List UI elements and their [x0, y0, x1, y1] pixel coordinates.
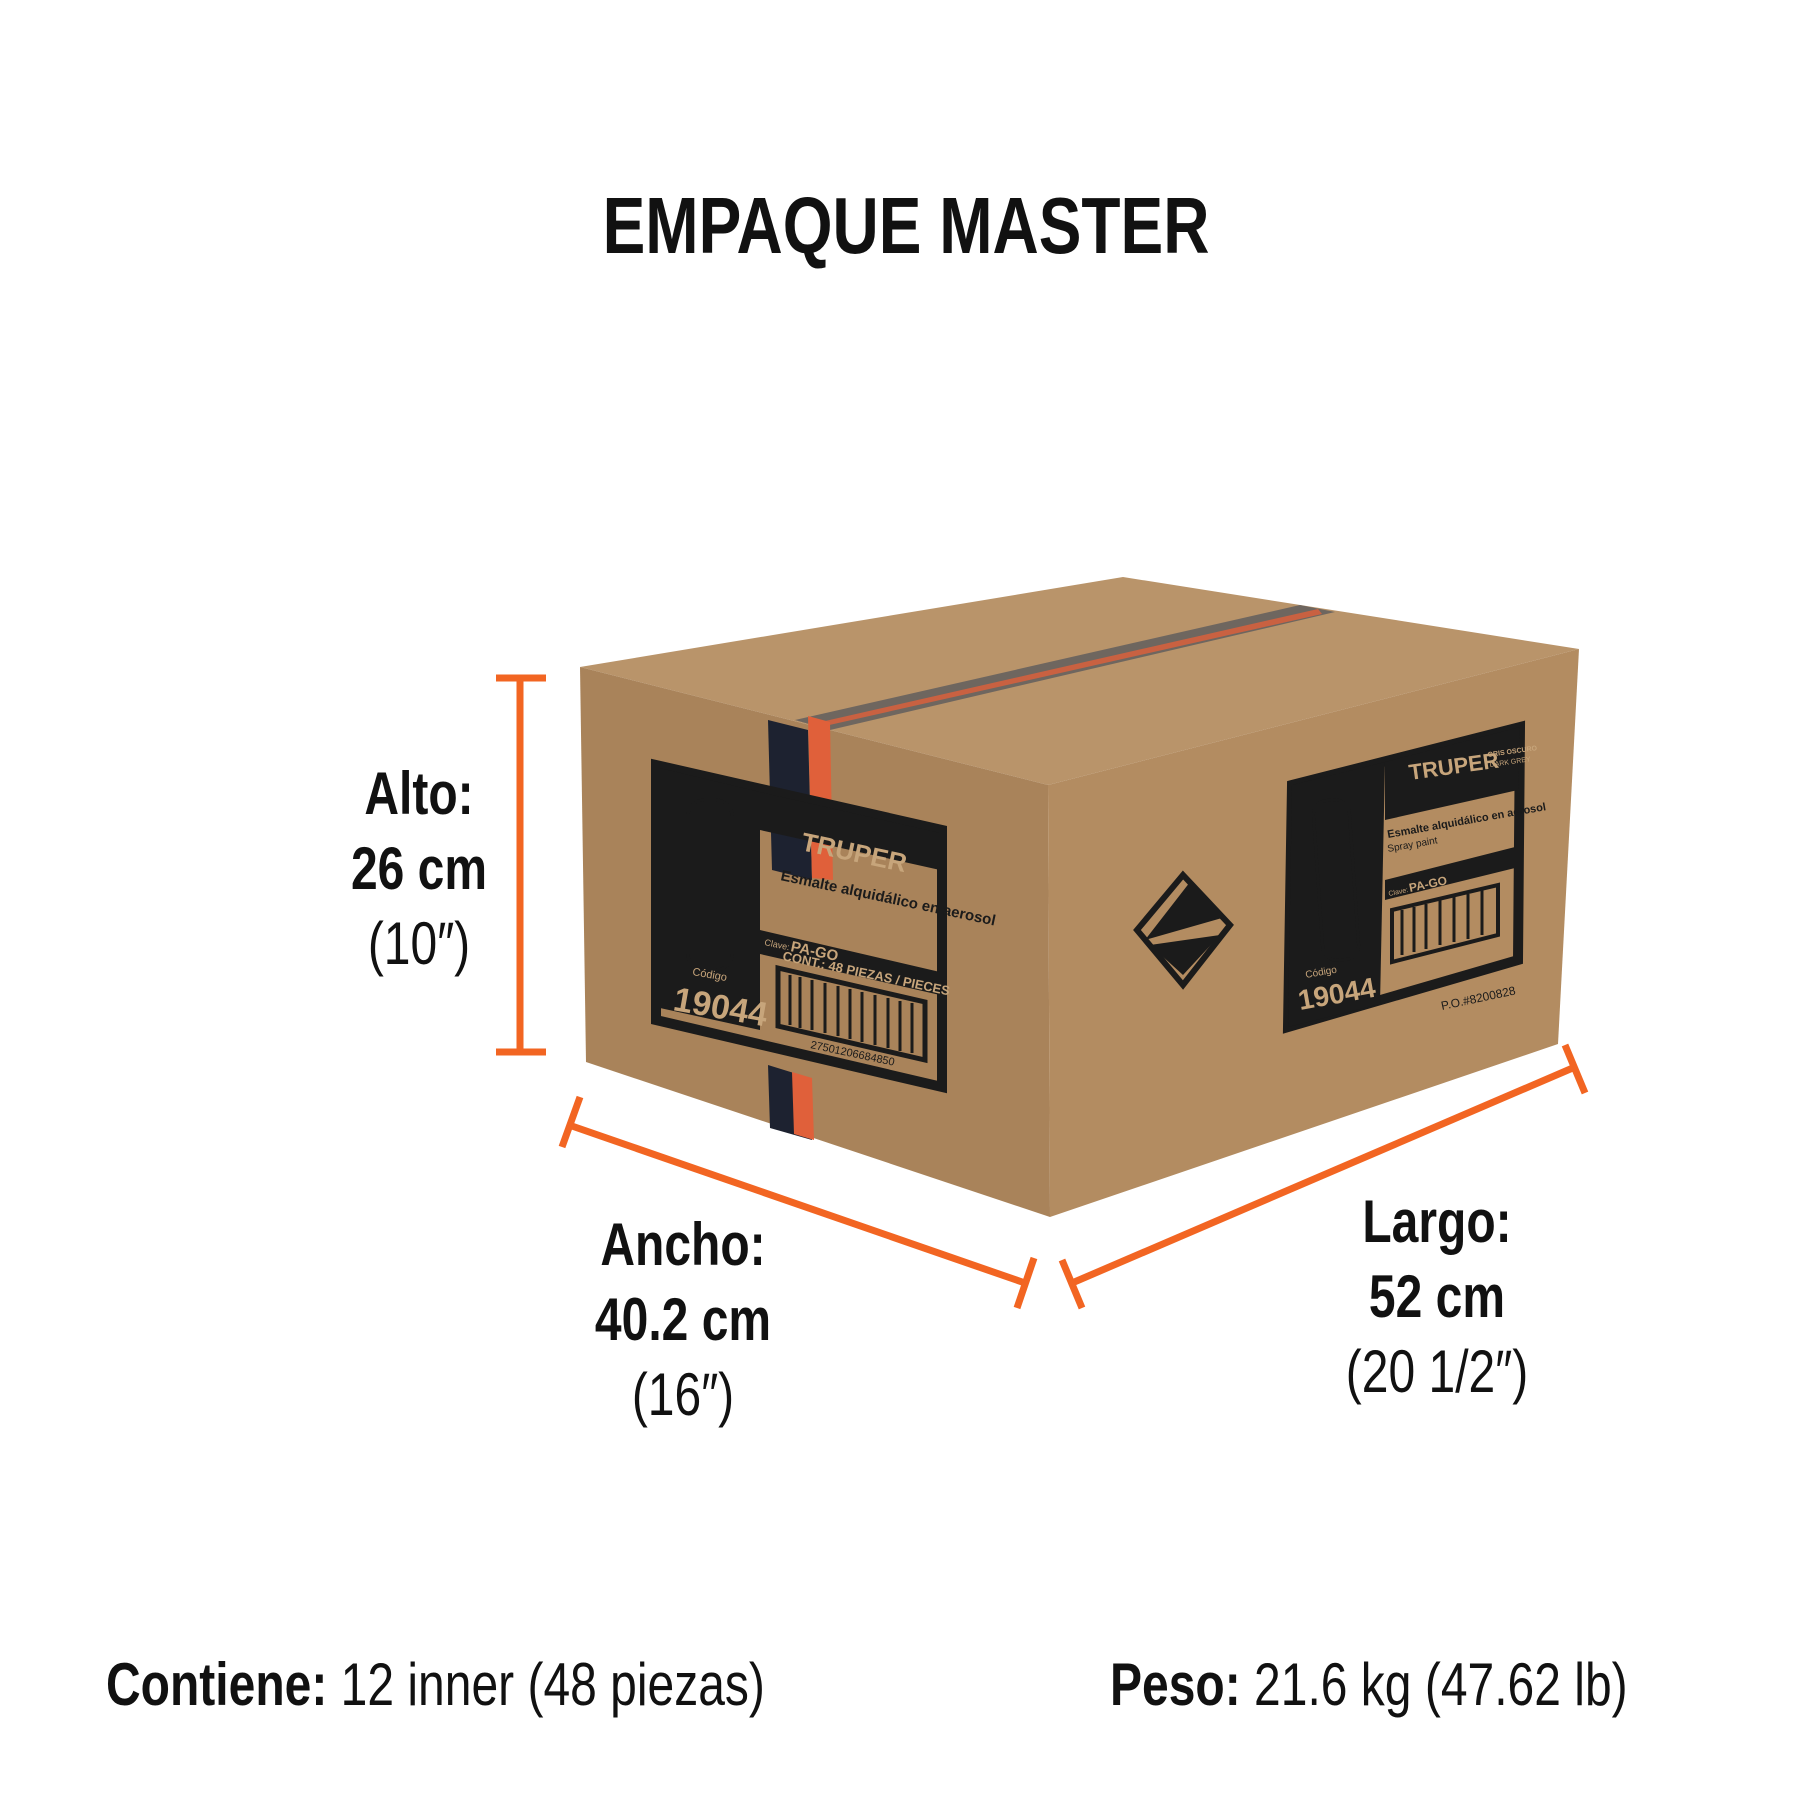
contents-value: 12 inner (48 piezas) — [340, 1651, 765, 1718]
side-label: TRUPER GRIS OSCURO DARK GREY Esmalte alq… — [1282, 720, 1547, 1034]
width-dimension-line — [558, 1095, 1038, 1310]
barcode-icon — [775, 964, 928, 1064]
length-label-title: Largo: — [1362, 1188, 1512, 1255]
length-dimension-line — [1058, 1043, 1589, 1310]
height-label: Alto: 26 cm (10″) — [351, 764, 487, 989]
height-value-metric: 26 cm — [350, 835, 488, 902]
width-label: Ancho: 40.2 cm (16″) — [595, 1215, 771, 1440]
weight-label: Peso: — [1110, 1651, 1241, 1718]
orientation-diamond-icon — [1133, 870, 1234, 990]
width-label-title: Ancho: — [600, 1211, 766, 1278]
page-title: EMPAQUE MASTER — [602, 181, 1210, 270]
weight-value: 21.6 kg (47.62 lb) — [1254, 1651, 1628, 1718]
height-value-imperial: (10″) — [367, 910, 471, 977]
width-value-metric: 40.2 cm — [594, 1286, 772, 1353]
front-label-codigo-label: Código — [691, 966, 727, 984]
box-top-face — [580, 577, 1579, 785]
length-value-metric: 52 cm — [1368, 1263, 1506, 1330]
width-value-imperial: (16″) — [631, 1361, 735, 1428]
weight-info: Peso: 21.6 kg (47.62 lb) — [1110, 1655, 1628, 1715]
tape-seal-bottom-orange — [792, 1072, 814, 1140]
tape-orange — [812, 609, 1322, 728]
contents-label: Contiene: — [106, 1651, 328, 1718]
length-label: Largo: 52 cm (20 1/2″) — [1346, 1192, 1528, 1417]
contents-info: Contiene: 12 inner (48 piezas) — [106, 1655, 765, 1715]
height-dimension-line — [496, 674, 546, 1056]
length-value-imperial: (20 1/2″) — [1345, 1338, 1529, 1405]
side-label-clave-label: Clave: — [1388, 887, 1409, 898]
height-label-title: Alto: — [364, 760, 474, 827]
side-label-codigo-label: Código — [1305, 965, 1339, 981]
